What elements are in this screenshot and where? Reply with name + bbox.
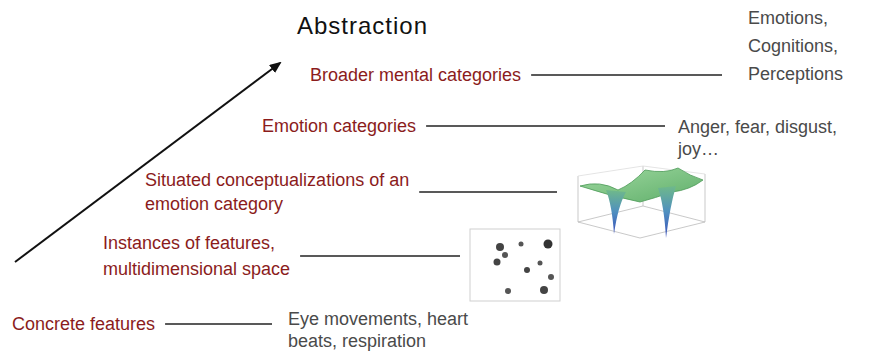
example-text: Emotions, Cognitions, Perceptions xyxy=(748,4,868,88)
leader-line xyxy=(419,191,557,193)
example-text: Anger, fear, disgust, joy… xyxy=(678,116,838,160)
example-text: Eye movements, heart beats, respiration xyxy=(288,308,488,352)
conceptualization-surface xyxy=(578,166,705,238)
abstraction-arrow xyxy=(15,63,280,262)
level-label: Situated conceptualizations of an emotio… xyxy=(145,168,435,216)
level-label: Broader mental categories xyxy=(310,64,521,86)
level-label: Instances of features, multidimensional … xyxy=(103,230,338,282)
leader-line xyxy=(426,125,665,127)
leader-line xyxy=(531,74,722,76)
leader-line xyxy=(300,255,460,257)
feature-scatter-plot xyxy=(470,229,560,301)
diagram-title: Abstraction xyxy=(297,12,428,40)
level-label: Concrete features xyxy=(12,313,155,335)
level-label: Emotion categories xyxy=(262,115,416,137)
leader-line xyxy=(165,323,272,325)
